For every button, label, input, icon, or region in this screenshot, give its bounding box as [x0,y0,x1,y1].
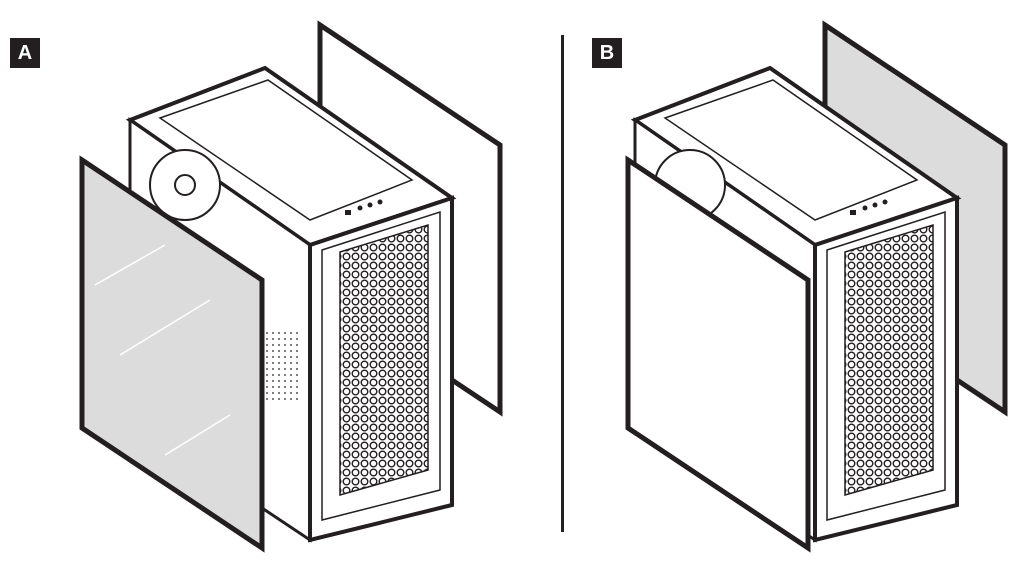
divider-line [561,35,564,532]
glass-side-panel-removed [79,155,265,553]
diagram-b [625,20,1008,553]
diagram-a [79,25,500,553]
solid-side-panel-installed [625,155,811,553]
step-label-b: B [592,38,622,68]
step-label-a: A [10,38,40,68]
